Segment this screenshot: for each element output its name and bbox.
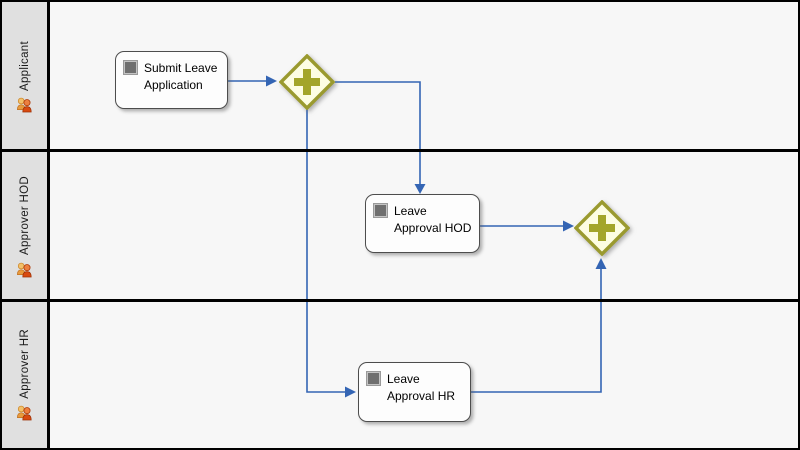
people-icon <box>17 262 32 277</box>
people-icon <box>17 405 32 421</box>
lane-header-approver-hod[interactable]: Approver HOD <box>2 152 50 302</box>
lane-header-approver-hr[interactable]: Approver HR <box>2 302 50 448</box>
lane-header-applicant[interactable]: Applicant <box>2 2 50 152</box>
parallel-gateway-join[interactable] <box>574 200 630 256</box>
sequence-flow-gateway1-to-hod <box>335 81 426 194</box>
people-icon <box>17 97 32 113</box>
task-type-icon <box>374 204 387 217</box>
task-label: Leave Approval HR <box>387 372 456 404</box>
plus-icon <box>294 69 320 95</box>
task-type-icon <box>124 61 137 74</box>
task-submit-leave-application[interactable]: Submit Leave Application <box>115 51 228 109</box>
task-leave-approval-hr[interactable]: Leave Approval HR <box>358 362 471 422</box>
sequence-flow-gateway1-to-hr <box>306 108 356 398</box>
task-leave-approval-hod[interactable]: Leave Approval HOD <box>365 194 480 253</box>
plus-icon <box>589 215 615 241</box>
parallel-gateway-split[interactable] <box>279 54 335 110</box>
task-label: Submit Leave Application <box>144 61 218 93</box>
sequence-flow-hr-to-gateway2 <box>471 258 607 393</box>
sequence-flow-hod-to-gateway2 <box>480 220 574 232</box>
sequence-flow-submit-to-gateway1 <box>228 75 277 87</box>
task-type-icon <box>367 372 380 385</box>
task-label: Leave Approval HOD <box>394 204 472 236</box>
